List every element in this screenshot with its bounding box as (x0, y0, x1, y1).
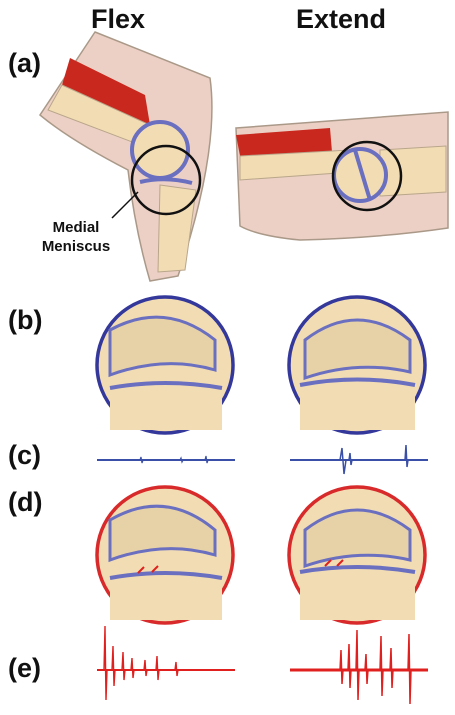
injured-extend-magnified (289, 487, 425, 623)
injured-signal-flex (97, 626, 235, 700)
healthy-flex-magnified (97, 297, 233, 433)
healthy-signal-extend (290, 445, 428, 474)
knee-extended-illustration (236, 112, 448, 240)
injured-flex-magnified (97, 487, 233, 623)
injured-signal-extend (290, 630, 428, 704)
healthy-extend-magnified (289, 297, 425, 433)
knee-flexed-illustration (40, 32, 212, 281)
healthy-signal-flex (97, 456, 235, 463)
